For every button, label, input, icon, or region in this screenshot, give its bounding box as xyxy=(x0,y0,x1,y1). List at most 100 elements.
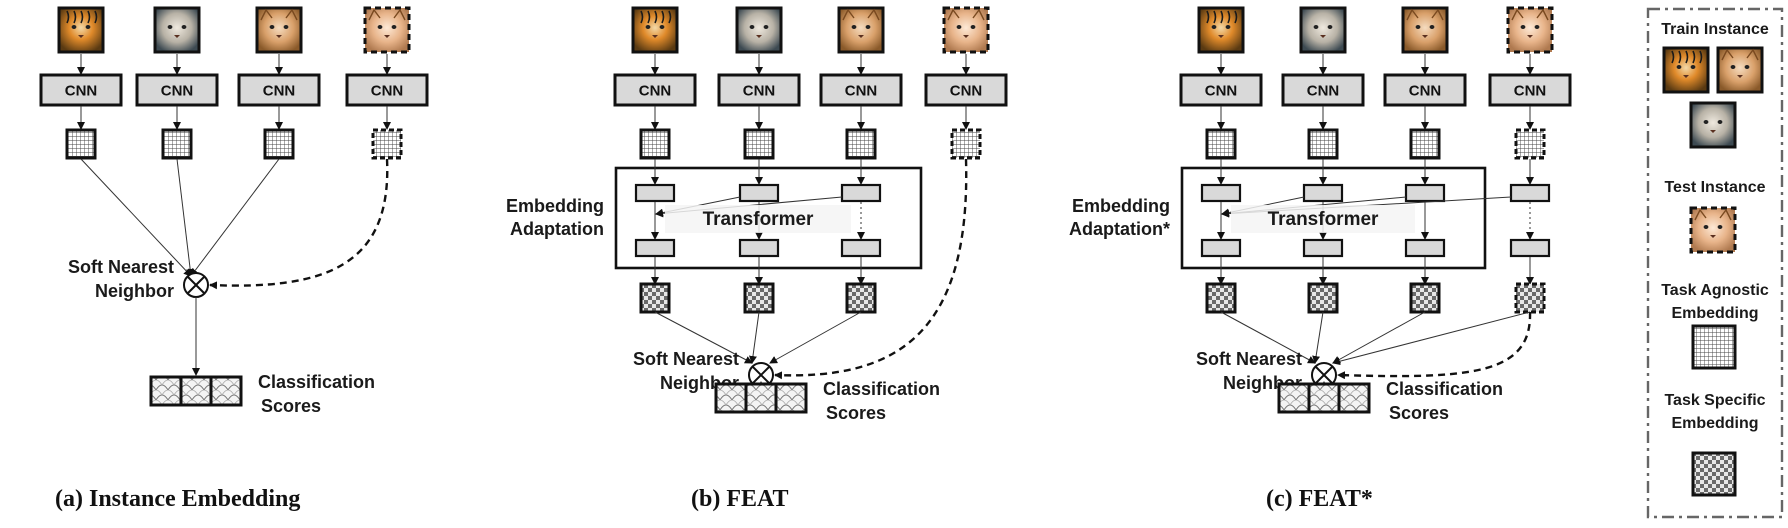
eye xyxy=(1703,225,1709,229)
cnn-block: CNN xyxy=(237,73,321,107)
classification-label: Scores xyxy=(826,403,886,423)
cnn-label: CNN xyxy=(950,83,983,100)
task-agnostic-embedding xyxy=(1409,128,1441,160)
ocat-image xyxy=(1689,206,1737,254)
arrow xyxy=(748,311,760,364)
image-frame xyxy=(1401,6,1449,54)
task-agnostic-embedding xyxy=(161,128,193,160)
arrow xyxy=(1220,311,1316,364)
panel-caption: (a) Instance Embedding xyxy=(55,486,300,512)
eye xyxy=(1211,25,1217,29)
legend-specific-label: Embedding xyxy=(1671,415,1758,432)
tiger-image xyxy=(1197,6,1245,54)
ear xyxy=(1746,48,1759,61)
stripe xyxy=(1227,10,1231,24)
nose xyxy=(963,35,969,38)
eye xyxy=(283,25,289,29)
arrow xyxy=(1312,311,1324,364)
nose xyxy=(1422,35,1428,38)
task-agnostic-embedding xyxy=(1307,128,1339,160)
transformer-input-token xyxy=(1509,183,1551,203)
legend-specific-label: Task Specific xyxy=(1664,392,1765,409)
eye xyxy=(181,25,187,29)
image-frame xyxy=(735,6,783,54)
eye xyxy=(645,25,651,29)
cnn-label: CNN xyxy=(639,83,672,100)
eye xyxy=(1415,25,1421,29)
stripe xyxy=(1692,50,1696,64)
ear xyxy=(1511,8,1524,21)
transformer-input-token xyxy=(738,183,780,203)
transformer-input-token xyxy=(634,183,676,203)
image-frame xyxy=(1299,6,1347,54)
stripe xyxy=(640,10,644,24)
arrow xyxy=(654,311,753,364)
tiger-image xyxy=(1662,46,1710,94)
classification-label: Classification xyxy=(258,372,375,392)
arrow xyxy=(80,158,192,277)
image-frame xyxy=(942,6,990,54)
embedding-adaptation-label: Embedding xyxy=(1072,196,1170,216)
task-agnostic-embedding xyxy=(371,128,403,160)
stripe xyxy=(66,10,70,24)
soft-nearest-label: Soft Nearest xyxy=(633,349,739,369)
cnn-box xyxy=(1179,73,1263,107)
nose xyxy=(652,35,658,38)
image-frame xyxy=(1689,206,1737,254)
classification-scores xyxy=(149,375,243,407)
transformer-input-token xyxy=(1404,183,1446,203)
task-agnostic-embedding xyxy=(1514,128,1546,160)
image-frame xyxy=(1689,101,1737,149)
image-frame xyxy=(1716,46,1764,94)
nose xyxy=(276,35,282,38)
eye xyxy=(763,25,769,29)
stripe xyxy=(654,10,658,24)
transformer-input-token xyxy=(1302,183,1344,203)
eye xyxy=(391,25,397,29)
otimes-cross xyxy=(1314,365,1334,385)
soft-nearest-label: Neighbor xyxy=(95,281,174,301)
legend-test-label: Test Instance xyxy=(1664,179,1765,196)
tiger-image xyxy=(57,6,105,54)
cnn-box xyxy=(717,73,801,107)
legend-frame xyxy=(1646,7,1784,519)
ocat-image xyxy=(363,6,411,54)
task-agnostic-embedding xyxy=(639,128,671,160)
eye xyxy=(269,25,275,29)
transformer-input-token xyxy=(840,183,882,203)
nose xyxy=(78,35,84,38)
soft-nearest-label: Soft Nearest xyxy=(68,257,174,277)
stripe xyxy=(1234,10,1238,24)
legend-agnostic-label: Task Agnostic xyxy=(1661,282,1769,299)
stripe xyxy=(1213,10,1217,24)
embedding-adaptation-label: Embedding xyxy=(506,196,604,216)
cnn-label: CNN xyxy=(371,83,404,100)
cnn-block: CNN xyxy=(1383,73,1467,107)
task-specific-embedding xyxy=(743,282,775,314)
score-cell xyxy=(1277,382,1311,414)
task-agnostic-embedding xyxy=(950,128,982,160)
nose xyxy=(1737,75,1743,78)
soft-nearest-label: Soft Nearest xyxy=(1196,349,1302,369)
eye xyxy=(970,25,976,29)
cnn-block: CNN xyxy=(345,73,429,107)
ear xyxy=(867,8,880,21)
classification-label: Scores xyxy=(261,396,321,416)
nose xyxy=(756,35,762,38)
cnn-box xyxy=(1281,73,1365,107)
transformer-output-token xyxy=(1302,238,1344,258)
cnn-box xyxy=(345,73,429,107)
transformer-input-token xyxy=(1200,183,1242,203)
eye xyxy=(71,25,77,29)
nose xyxy=(384,35,390,38)
ear xyxy=(842,8,855,21)
ear xyxy=(393,8,406,21)
image-frame xyxy=(837,6,885,54)
stripe xyxy=(1685,50,1689,64)
eye xyxy=(1744,65,1750,69)
eye xyxy=(1534,25,1540,29)
cnn-label: CNN xyxy=(161,83,194,100)
tiger-image xyxy=(631,6,679,54)
nose xyxy=(1320,35,1326,38)
ear xyxy=(1694,208,1707,221)
